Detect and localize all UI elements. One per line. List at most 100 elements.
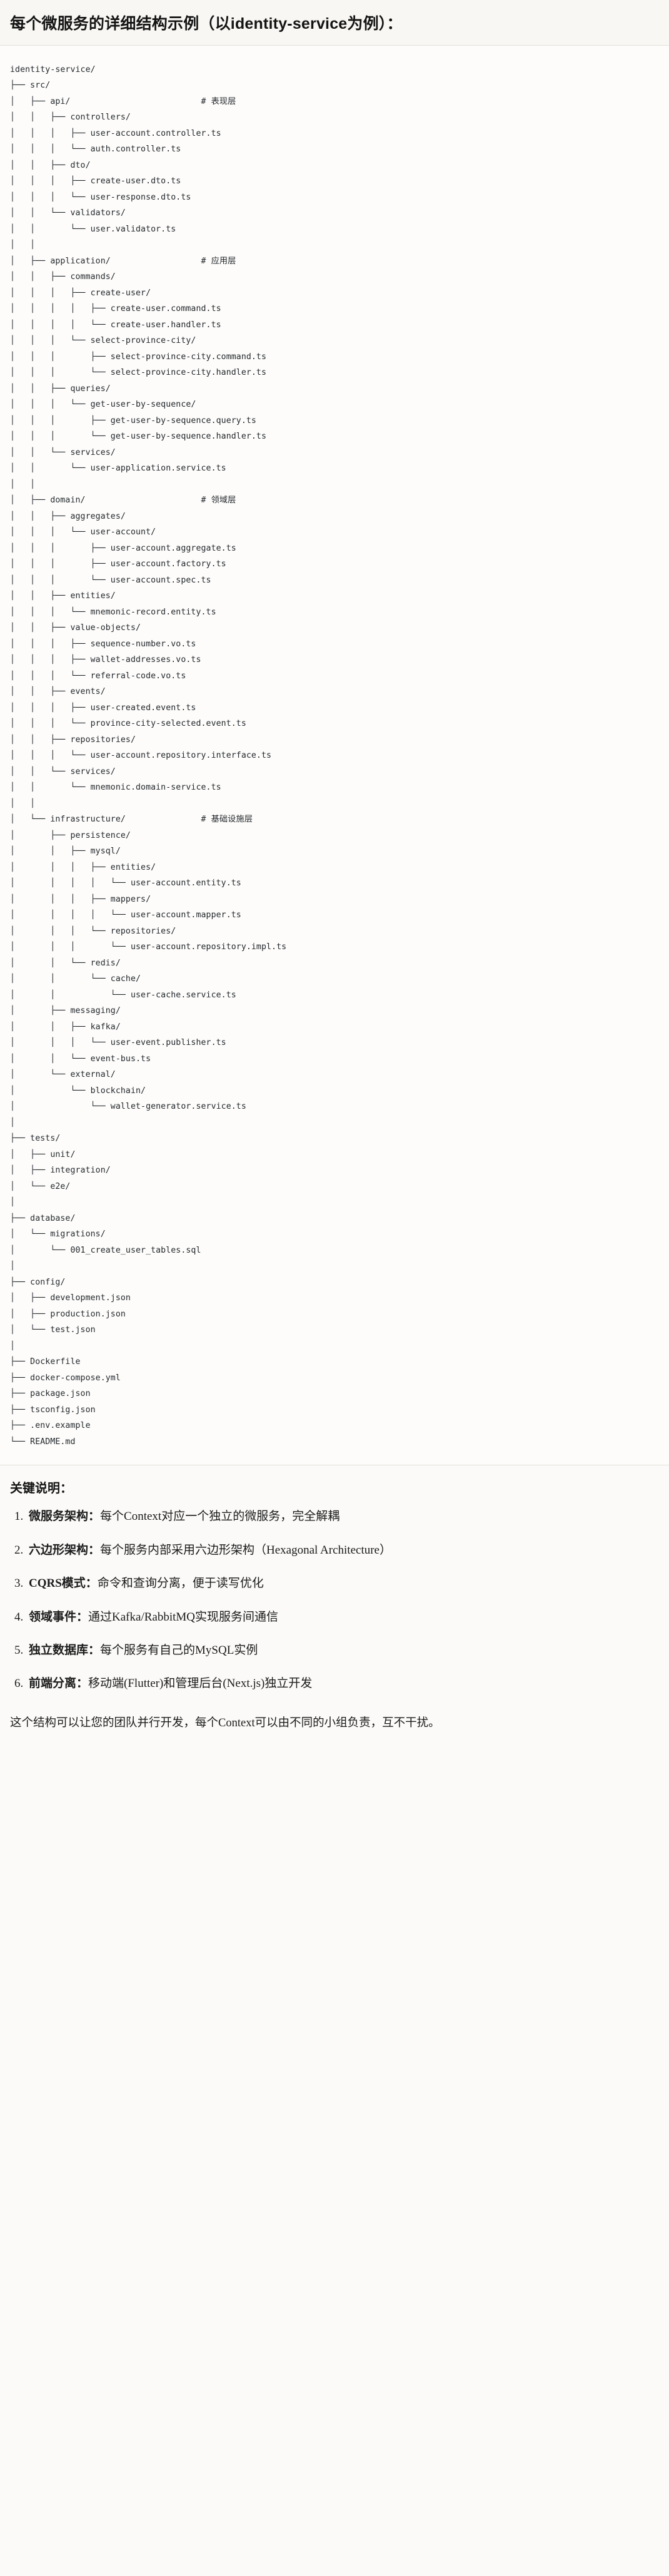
tree-line: ├── config/ [10, 1277, 66, 1287]
key-point-description: 命令和查询分离，便于读写优化 [97, 1577, 264, 1591]
tree-line: │ │ └── event-bus.ts [10, 1054, 151, 1064]
tree-line-comment: # 表现层 [201, 96, 236, 106]
key-point-term: 独立数据库 [29, 1644, 89, 1657]
tree-line: ├── docker-compose.yml [10, 1373, 121, 1383]
footer-note: 这个结构可以让您的团队并行开发，每个Context可以由不同的小组负责，互不干扰… [10, 1716, 440, 1729]
tree-line-path: │ ├── api/ [10, 96, 201, 106]
page-title: 每个微服务的详细结构示例（以identity-service为例）： [10, 15, 403, 33]
tree-line: │ │ │ ├── create-user/ [10, 288, 151, 298]
tree-line: │ │ │ └── auth.controller.ts [10, 145, 181, 155]
tree-line: │ └── e2e/ [10, 1181, 71, 1191]
tree-line: │ │ │ └── get-user-by-sequence.handler.t… [10, 432, 267, 442]
key-point-separator: ： [88, 1644, 101, 1657]
key-point-term: CQRS模式 [29, 1577, 86, 1591]
directory-tree: identity-service/ ├── src/ │ ├── api/ # … [10, 62, 659, 1450]
footer-section: 这个结构可以让您的团队并行开发，每个Context可以由不同的小组负责，互不干扰… [0, 1713, 669, 1747]
key-point-description: 每个Context对应一个独立的微服务，完全解耦 [100, 1510, 340, 1524]
tree-line: ├── src/ [10, 81, 51, 91]
tree-line: │ │ │ ├── user-account.factory.ts [10, 559, 226, 569]
tree-line: │ │ [10, 479, 36, 489]
tree-line: │ └── wallet-generator.service.ts [10, 1102, 246, 1112]
tree-line: │ ├── development.json [10, 1293, 131, 1303]
key-point-description: 移动端(Flutter)和管理后台(Next.js)独立开发 [88, 1677, 313, 1691]
tree-line: │ │ ├── mysql/ [10, 847, 121, 857]
tree-line: │ │ │ ├── entities/ [10, 862, 156, 872]
tree-line: │ │ │ ├── create-user.dto.ts [10, 176, 181, 186]
tree-line: │ ├── application/ # 应用层 [10, 257, 236, 266]
key-point-term: 六边形架构 [29, 1543, 89, 1557]
tree-line-comment: # 领域层 [201, 496, 236, 506]
tree-line: ├── tests/ [10, 1134, 61, 1144]
tree-line: │ │ │ └── user-account.repository.interf… [10, 751, 272, 761]
tree-line: │ │ │ └── province-city-selected.event.t… [10, 719, 246, 729]
tree-line: │ ├── unit/ [10, 1149, 76, 1159]
tree-line: │ ├── domain/ # 领域层 [10, 496, 236, 505]
tree-line: │ [10, 1261, 16, 1271]
key-point-item: 前端分离：移动端(Flutter)和管理后台(Next.js)独立开发 [26, 1674, 659, 1693]
tree-line: │ │ └── validators/ [10, 208, 126, 218]
tree-line: │ │ │ ├── get-user-by-sequence.query.ts [10, 415, 256, 425]
tree-line: │ │ ├── aggregates/ [10, 511, 126, 521]
tree-line: │ └── infrastructure/ # 基础设施层 [10, 815, 253, 824]
tree-line: │ └── 001_create_user_tables.sql [10, 1245, 201, 1255]
tree-line: │ │ │ └── user-account.repository.impl.t… [10, 942, 287, 952]
tree-line: │ [10, 1341, 16, 1351]
key-point-item: 独立数据库：每个服务有自己的MySQL实例 [26, 1641, 659, 1659]
tree-line: │ │ │ └── referral-code.vo.ts [10, 671, 186, 681]
key-point-term: 领域事件 [29, 1610, 77, 1624]
tree-line: │ │ │ │ ├── create-user.command.ts [10, 304, 221, 314]
tree-line: │ │ │ ├── sequence-number.vo.ts [10, 639, 196, 649]
tree-line: │ │ ├── kafka/ [10, 1022, 121, 1032]
tree-line: identity-service/ [10, 64, 96, 74]
tree-line-comment: # 基础设施层 [201, 815, 253, 825]
tree-line: │ │ ├── queries/ [10, 384, 111, 394]
tree-line: │ └── blockchain/ [10, 1086, 146, 1096]
tree-line: │ │ │ └── user-account.spec.ts [10, 575, 211, 585]
tree-line: │ └── migrations/ [10, 1229, 106, 1240]
tree-line: │ │ │ └── user-event.publisher.ts [10, 1038, 226, 1048]
tree-line: │ │ [10, 240, 36, 250]
tree-line: │ │ │ ├── mappers/ [10, 894, 151, 904]
tree-line: │ │ │ ├── select-province-city.command.t… [10, 352, 267, 362]
tree-line: │ │ ├── controllers/ [10, 113, 131, 123]
tree-line: │ │ │ └── user-account/ [10, 527, 156, 537]
tree-line: │ │ │ │ └── user-account.entity.ts [10, 878, 241, 888]
tree-line: │ │ ├── events/ [10, 687, 106, 697]
tree-line: │ │ │ │ └── user-account.mapper.ts [10, 910, 241, 920]
tree-line: │ │ └── cache/ [10, 974, 141, 984]
tree-line: │ │ └── services/ [10, 766, 116, 776]
tree-line: │ ├── messaging/ [10, 1006, 121, 1016]
key-point-separator: ： [88, 1510, 101, 1524]
tree-line-path: │ ├── domain/ [10, 496, 201, 506]
tree-line: │ │ │ ├── wallet-addresses.vo.ts [10, 655, 201, 665]
key-point-separator: ： [76, 1610, 89, 1624]
key-point-description: 通过Kafka/RabbitMQ实现服务间通信 [88, 1610, 279, 1624]
key-point-term: 前端分离 [29, 1677, 77, 1691]
tree-line-path: │ └── infrastructure/ [10, 815, 201, 825]
key-point-item: CQRS模式：命令和查询分离，便于读写优化 [26, 1574, 659, 1592]
tree-line: │ │ └── user.validator.ts [10, 224, 176, 234]
tree-line: │ │ ├── repositories/ [10, 735, 136, 745]
page-root: 每个微服务的详细结构示例（以identity-service为例）： ident… [0, 0, 669, 1746]
title-section: 每个微服务的详细结构示例（以identity-service为例）： [0, 0, 669, 46]
tree-line: │ │ └── user-application.service.ts [10, 464, 226, 474]
key-points-heading: 关键说明： [10, 1482, 73, 1496]
tree-line: │ │ │ └── repositories/ [10, 926, 176, 936]
key-point-description: 每个服务有自己的MySQL实例 [100, 1644, 258, 1657]
tree-line: │ │ ├── entities/ [10, 591, 116, 601]
key-point-item: 六边形架构：每个服务内部采用六边形架构（Hexagonal Architectu… [26, 1541, 659, 1559]
tree-line: │ ├── persistence/ [10, 830, 131, 840]
tree-line: ├── .env.example [10, 1421, 91, 1431]
tree-line: ├── database/ [10, 1213, 76, 1223]
key-point-description: 每个服务内部采用六边形架构（Hexagonal Architecture） [100, 1543, 391, 1557]
tree-line: │ │ │ ├── user-account.controller.ts [10, 128, 221, 138]
tree-line: ├── package.json [10, 1389, 91, 1399]
tree-line: │ │ └── mnemonic.domain-service.ts [10, 783, 221, 793]
tree-line: │ │ └── user-cache.service.ts [10, 990, 236, 1000]
key-point-item: 微服务架构：每个Context对应一个独立的微服务，完全解耦 [26, 1507, 659, 1525]
tree-line: │ │ └── redis/ [10, 958, 121, 968]
tree-line: │ ├── integration/ [10, 1166, 111, 1176]
tree-line: │ │ │ └── user-response.dto.ts [10, 192, 191, 202]
tree-line: │ │ │ └── get-user-by-sequence/ [10, 400, 196, 410]
tree-line: │ │ ├── dto/ [10, 160, 91, 170]
